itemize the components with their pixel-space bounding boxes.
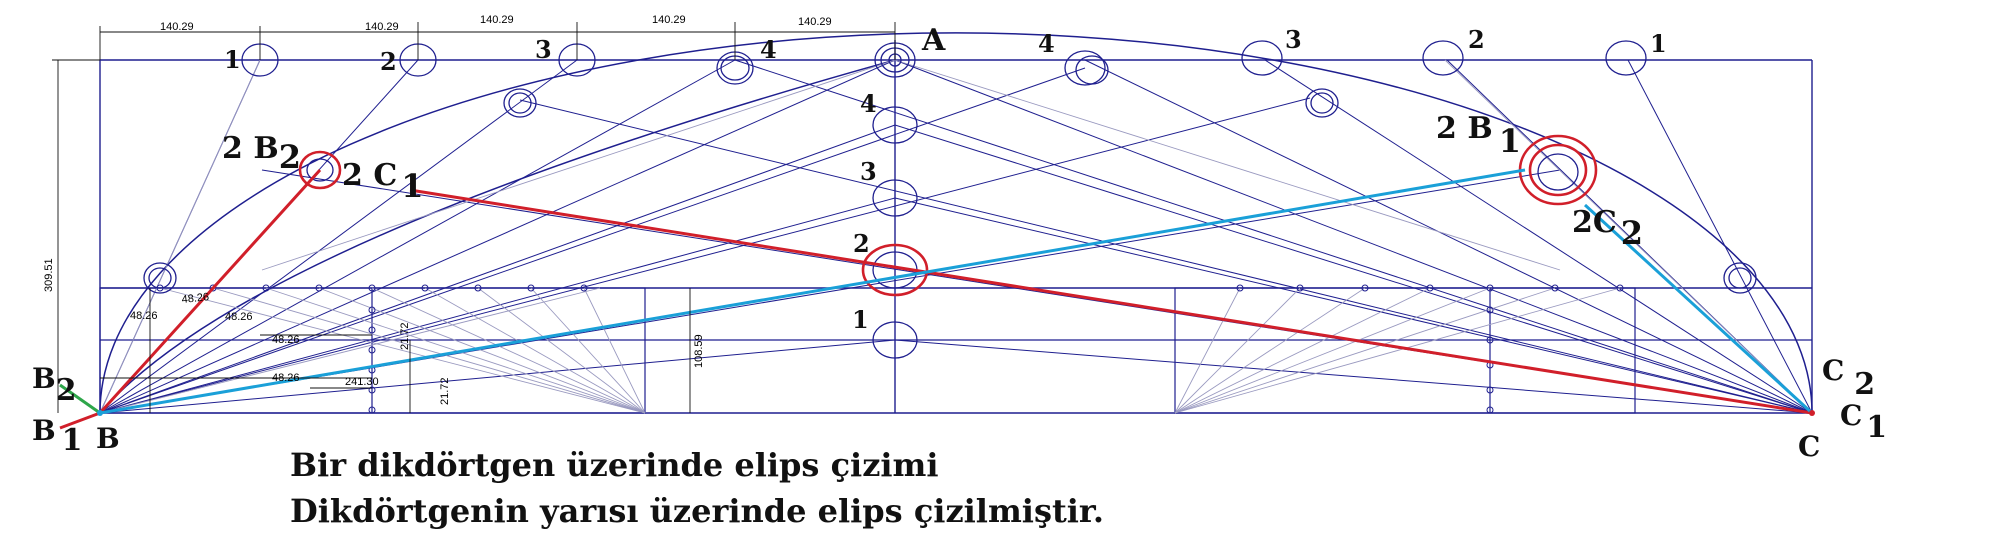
- axis-number-2: 2: [853, 229, 870, 258]
- point-label-b2: B2: [32, 362, 77, 408]
- outer-rectangle: [99, 40, 1813, 414]
- green-line-b2-stub: [59, 383, 101, 415]
- dim-height: 309.51: [43, 258, 55, 292]
- point-label-a: A: [921, 23, 946, 58]
- axis-number-4: 4: [860, 89, 877, 118]
- left-top-number-3: 3: [535, 35, 552, 64]
- right-top-number-1: 1: [1650, 29, 1667, 58]
- thin-construction-lines: [99, 59, 1813, 414]
- right-top-numbers: 4 3 2 1: [1038, 25, 1667, 58]
- point-b-marker: [97, 410, 103, 416]
- ellipse-curve: [99, 32, 1813, 414]
- highlight-circles: [298, 134, 1598, 297]
- dim-step-3: 48.26: [225, 311, 253, 323]
- dim-top-3: 140.29: [480, 14, 514, 26]
- dim-vertical-1: 21.72: [399, 322, 411, 350]
- dim-step-4: 48.26: [272, 334, 300, 346]
- caption-line-2: Dikdörtgenin yarısı üzerinde elips çizil…: [290, 492, 1104, 530]
- dim-base-segment: 241.30: [345, 376, 379, 388]
- right-top-number-3: 3: [1285, 25, 1302, 54]
- dim-step-2: 48.26: [181, 291, 210, 306]
- left-top-number-1: 1: [224, 45, 241, 74]
- fan-lines-c: [261, 59, 1813, 414]
- left-top-number-2: 2: [380, 47, 397, 76]
- axis-number-1: 1: [852, 305, 869, 334]
- dim-top-2: 140.29: [365, 21, 399, 33]
- red-line-b1-stub: [59, 411, 101, 430]
- cyan-line-c2-to-c: [1583, 203, 1814, 415]
- left-mid-b-label: 2 B2: [222, 131, 301, 176]
- dim-vertical-2: 21.72: [439, 377, 451, 405]
- right-top-number-2: 2: [1468, 25, 1485, 54]
- red-line-b-to-b2: [98, 168, 322, 415]
- dim-half-height: 108.59: [693, 334, 705, 368]
- point-c-marker: [1809, 410, 1815, 416]
- dimension-lines: [52, 22, 896, 413]
- construction-circles: [143, 40, 1757, 359]
- left-top-numbers: 1 2 3 4: [224, 35, 777, 76]
- dim-top-4: 140.29: [652, 14, 686, 26]
- point-label-c: C: [1798, 430, 1820, 463]
- caption-line-1: Bir dikdörtgen üzerinde elips çizimi: [290, 446, 939, 484]
- axis-number-3: 3: [860, 157, 877, 186]
- right-top-number-4: 4: [1038, 29, 1055, 58]
- dim-step-5: 48.26: [272, 372, 300, 384]
- dim-step-1: 48.26: [130, 310, 158, 322]
- fan-lines-b: [99, 59, 1561, 414]
- axis-numbers: 4 3 2 1: [852, 89, 877, 334]
- cyan-line-b-to-b1: [99, 168, 1526, 415]
- left-top-number-4: 4: [760, 35, 777, 64]
- point-label-b: B: [96, 422, 120, 455]
- red-line-c1-to-c: [409, 188, 1813, 415]
- dim-top-5: 140.29: [798, 16, 832, 28]
- dim-top-1: 140.29: [160, 21, 194, 33]
